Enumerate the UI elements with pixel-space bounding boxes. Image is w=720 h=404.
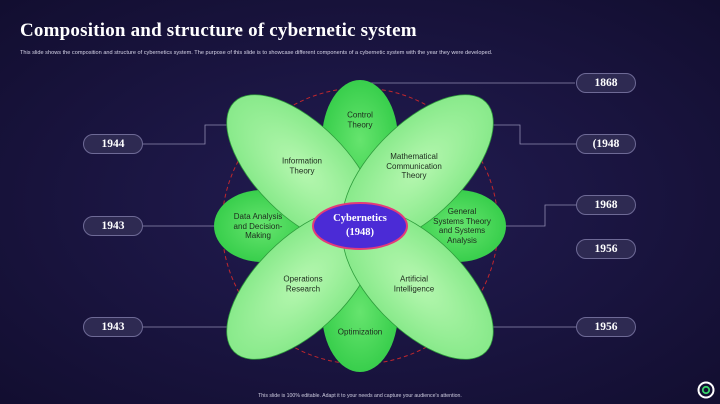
- label-optimization: Optimization: [337, 327, 383, 337]
- year-pill-right-1: 1868: [576, 73, 636, 93]
- center-label: Cybernetics (1948): [333, 212, 387, 240]
- year-pill-left-top: 1944: [83, 134, 143, 154]
- footer-note: This slide is 100% editable. Adapt it to…: [258, 393, 462, 399]
- year-pill-left-bottom: 1943: [83, 317, 143, 337]
- page-title: Composition and structure of cybernetic …: [20, 20, 417, 41]
- connector-right-34: [500, 204, 577, 227]
- year-pill-right-4: 1956: [576, 239, 636, 259]
- center-node: [312, 202, 408, 250]
- year-pill-left-mid: 1943: [83, 216, 143, 236]
- year-pill-right-2: (1948: [576, 134, 636, 154]
- year-pill-right-3: 1968: [576, 195, 636, 215]
- page-subtitle: This slide shows the composition and str…: [20, 50, 493, 56]
- year-pill-right-5: 1956: [576, 317, 636, 337]
- brand-logo-icon: [697, 381, 715, 399]
- center-name: Cybernetics: [333, 213, 387, 224]
- center-year: (1948): [346, 227, 374, 238]
